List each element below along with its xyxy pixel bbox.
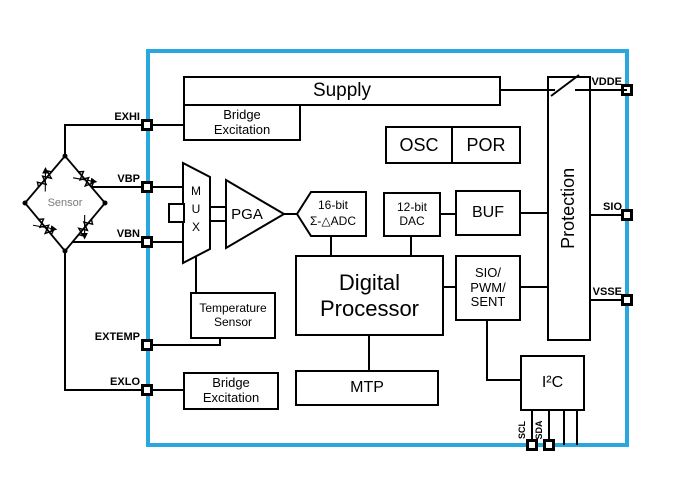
temperature-sensor-line1: Temperature <box>199 300 267 315</box>
protection-label: Protection <box>558 167 579 250</box>
adc-line1: 16-bit <box>317 198 349 212</box>
supply-block: Supply <box>183 76 501 106</box>
pin-label-exhi: EXHI <box>114 111 140 123</box>
bridge-excitation-bottom-line1: Bridge <box>212 375 250 391</box>
mtp-label: MTP <box>350 378 384 396</box>
adc-label: 16-bit Σ-△ADC <box>302 197 364 229</box>
protection-block: Protection <box>547 76 591 341</box>
por-label: POR <box>466 134 506 155</box>
osc-block: OSC <box>385 126 453 164</box>
pin-label-extemp: EXTEMP <box>94 331 140 343</box>
mux-letter-u: U <box>191 202 201 216</box>
sensor-label: Sensor <box>47 197 83 209</box>
supply-label: Supply <box>312 80 372 102</box>
sio-pwm-sent-line2: PWM/ <box>470 279 506 295</box>
adc-line2: Σ-△ADC <box>310 214 356 229</box>
pin-label-exlo: EXLO <box>110 376 140 388</box>
pin-label-sda: SDA <box>534 420 544 440</box>
pga-label: PGA <box>231 206 263 223</box>
pin-label-vbp: VBP <box>117 173 140 185</box>
mux-letter-m: M <box>191 184 201 198</box>
sio-pwm-sent-block: SIO/ PWM/ SENT <box>455 255 521 321</box>
digital-processor-line1: Digital <box>338 270 401 296</box>
osc-label: OSC <box>399 134 439 155</box>
bridge-excitation-bottom-block: Bridge Excitation <box>183 372 279 410</box>
dac-line1: 12-bit <box>396 199 428 214</box>
pin-label-vsse: VSSE <box>592 286 622 298</box>
buf-block: BUF <box>455 190 521 236</box>
mtp-block: MTP <box>295 370 439 406</box>
dac-line2: DAC <box>399 213 425 228</box>
mux-letter-x: X <box>191 220 200 234</box>
digital-processor-block: Digital Processor <box>295 255 444 336</box>
chip-outline <box>146 49 629 447</box>
buf-label: BUF <box>472 203 504 221</box>
por-block: POR <box>451 126 521 164</box>
bridge-excitation-bottom-line2: Excitation <box>202 390 260 405</box>
bridge-excitation-top-line1: Bridge <box>223 106 261 122</box>
pin-label-vbn: VBN <box>116 228 140 240</box>
i2c-label: I²C <box>541 373 564 391</box>
sio-pwm-sent-line1: SIO/ <box>474 264 501 280</box>
strain-gauge-resistor <box>32 218 58 235</box>
bridge-excitation-top-block: Bridge Excitation <box>183 104 301 141</box>
temperature-sensor-block: Temperature Sensor <box>190 292 276 339</box>
sio-pwm-sent-line3: SENT <box>470 294 506 310</box>
strain-gauge-resistor <box>36 167 53 192</box>
dac-block: 12-bit DAC <box>383 192 441 237</box>
pin-label-scl: SCL <box>517 421 527 439</box>
mux-label: M U X <box>186 182 206 236</box>
pin-label-sio: SIO <box>603 201 622 213</box>
bridge-excitation-top-line2: Excitation <box>213 121 271 137</box>
temperature-sensor-line2: Sensor <box>213 314 253 329</box>
digital-processor-line2: Processor <box>319 295 420 321</box>
i2c-block: I²C <box>520 355 585 411</box>
pin-label-vdde: VDDE <box>591 76 622 88</box>
